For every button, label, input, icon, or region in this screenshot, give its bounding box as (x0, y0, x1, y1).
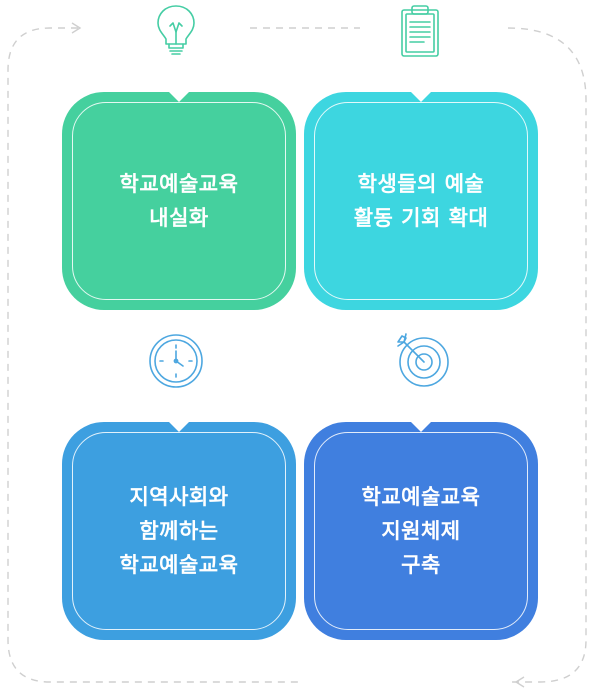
card-school-arts-education-enrichment: 학교예술교육 내실화 (62, 78, 296, 310)
card-label-line: 내실화 (149, 206, 209, 230)
card-community-arts-education: 지역사회와 함께하는 학교예술교육 (62, 408, 296, 640)
target-icon (397, 333, 449, 387)
card-label-line: 구축 (401, 553, 441, 577)
card-label-line: 지원체제 (381, 519, 461, 543)
card-label-line: 활동 기회 확대 (353, 206, 489, 230)
clipboard-icon (401, 5, 439, 57)
card-label: 학교예술교육 지원체제 구축 (362, 480, 481, 582)
clock-icon (149, 334, 203, 388)
card-notch (397, 78, 445, 102)
card-label-line: 학교예술교육 (119, 553, 239, 577)
card-notch (155, 408, 203, 432)
card-label-line: 학교예술교육 (119, 172, 239, 196)
card-label: 학생들의 예술 활동 기회 확대 (354, 167, 489, 235)
card-label-line: 함께하는 (139, 519, 219, 543)
card-notch (155, 78, 203, 102)
card-label-line: 지역사회와 (129, 485, 229, 509)
cycle-arrowhead-top (71, 22, 82, 34)
card-student-arts-opportunity: 학생들의 예술 활동 기회 확대 (304, 78, 538, 310)
card-notch (397, 408, 445, 432)
card-label-line: 학생들의 예술 (357, 172, 485, 196)
card-label-line: 학교예술교육 (361, 485, 481, 509)
card-label: 학교예술교육 내실화 (120, 167, 239, 235)
card-support-system: 학교예술교육 지원체제 구축 (304, 408, 538, 640)
lightbulb-icon (157, 5, 195, 55)
card-label: 지역사회와 함께하는 학교예술교육 (120, 480, 239, 582)
cycle-arrowhead-bottom (514, 676, 525, 688)
